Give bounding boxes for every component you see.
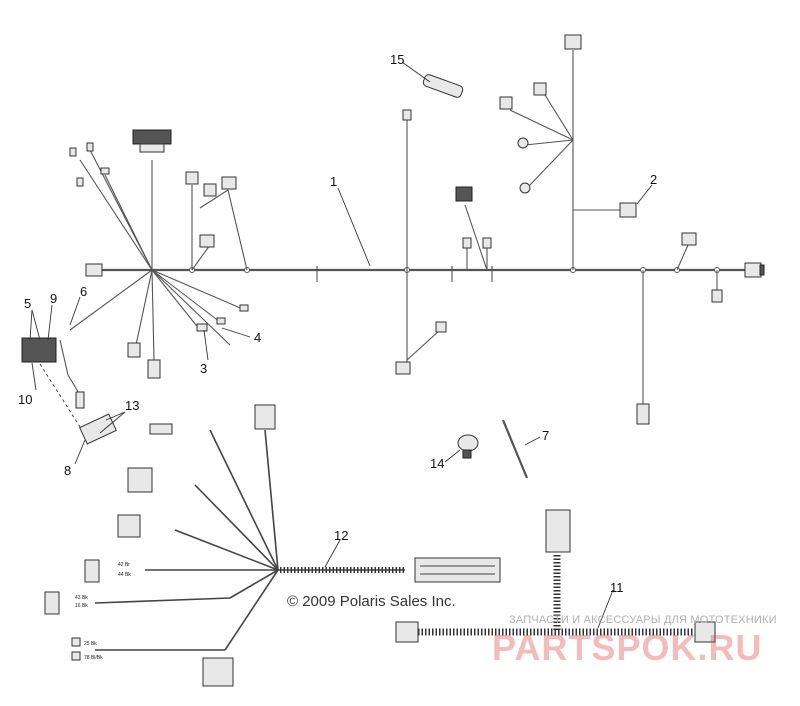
pin-label-c2: 78 Bl/Bk: [84, 655, 103, 661]
pin-label-b1: 43 Bk: [75, 595, 88, 601]
left-end-connector: [85, 263, 103, 277]
callout-4: 4: [254, 330, 261, 345]
right-end-connector: [744, 262, 762, 278]
callout-8: 8: [64, 463, 71, 478]
callout-leaders: [29, 61, 653, 629]
item-2-connector: [619, 202, 637, 218]
callout-15: 15: [390, 52, 404, 67]
trunk-taps: [189, 266, 720, 282]
item-15-tube: [422, 74, 464, 98]
fuse-block: [21, 337, 57, 363]
callout-3: 3: [200, 361, 207, 376]
sub-harness-12: [44, 404, 501, 687]
copyright-text: © 2009 Polaris Sales Inc.: [287, 593, 456, 610]
left-fan-branches: [21, 129, 249, 445]
watermark-caption: ЗАПЧАСТИ И АКСЕССУАРЫ ДЛЯ МОТОТЕХНИКИ: [509, 614, 777, 626]
right-upper-branch: [499, 34, 723, 425]
sub-harness-11: [395, 509, 716, 643]
callout-5: 5: [24, 296, 31, 311]
callout-6: 6: [80, 284, 87, 299]
callout-2: 2: [650, 172, 657, 187]
clamp-14: [457, 434, 479, 459]
pin-label-a2: 44 Bk: [118, 572, 131, 578]
callout-10: 10: [18, 392, 32, 407]
center-vertical-branch: [395, 109, 492, 375]
pin-label-b2: 16 Bk: [75, 603, 88, 609]
upper-left-branches: [185, 171, 248, 271]
relay-bracket: [79, 413, 117, 445]
watermark-brand: PARTSPOK.RU: [492, 627, 763, 668]
callout-7: 7: [542, 428, 549, 443]
callout-9: 9: [50, 291, 57, 306]
pin-label-a1: 42 Br: [118, 562, 130, 568]
top-module-connector: [132, 129, 172, 145]
callout-14: 14: [430, 456, 444, 471]
callout-11: 11: [610, 580, 624, 595]
callout-12: 12: [334, 528, 348, 543]
cable-tie-7: [501, 419, 529, 479]
upright-connector: [545, 509, 571, 553]
callout-1: 1: [330, 174, 337, 189]
pin-label-c1: 25 Bk: [84, 641, 97, 647]
ecu-connector: [414, 557, 501, 583]
callout-13: 13: [125, 398, 139, 413]
lower-connector: [147, 359, 161, 379]
main-harness: [85, 262, 765, 282]
